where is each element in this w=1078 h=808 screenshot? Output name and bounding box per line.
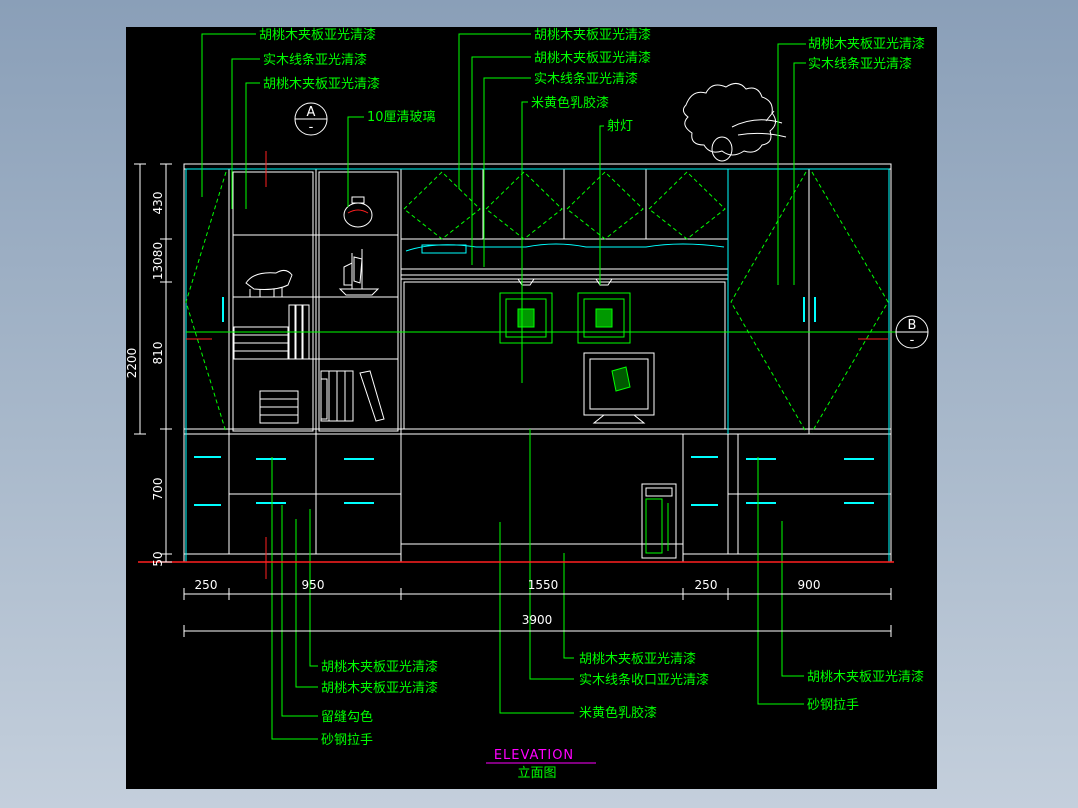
vase-icon <box>343 196 373 228</box>
dimension-texts: 430 13080 810 2200 700 50 250 950 1550 2… <box>126 192 820 627</box>
dim-950: 950 <box>302 578 325 592</box>
door-swing-lines <box>185 171 889 433</box>
section-a-label: A <box>307 105 316 120</box>
dim-810: 810 <box>151 342 165 365</box>
dim-700: 700 <box>151 478 165 501</box>
cad-viewport[interactable]: A - B - 430 13080 <box>126 27 937 789</box>
label-bottom-left-4: 砂钢拉手 <box>321 733 373 748</box>
elevation-drawing: A - B - 430 13080 <box>126 27 929 781</box>
label-top-left-2: 实木线条亚光清漆 <box>263 52 367 68</box>
label-bottom-right-1: 胡桃木夹板亚光清漆 <box>807 669 924 685</box>
section-symbol-a: A - <box>294 102 328 136</box>
annotation-labels: 胡桃木夹板亚光清漆 实木线条亚光清漆 胡桃木夹板亚光清漆 10厘清玻璃 胡桃木夹… <box>259 27 925 748</box>
label-top-mid-5: 射灯 <box>607 118 633 134</box>
furniture-outline <box>183 163 892 562</box>
label-top-mid-2: 胡桃木夹板亚光清漆 <box>534 50 651 66</box>
book-stack-icon <box>233 304 310 424</box>
label-bottom-mid-2: 实木线条收口亚光清漆 <box>579 672 709 688</box>
books-upright-icon <box>320 370 385 422</box>
label-bottom-left-2: 胡桃木夹板亚光清漆 <box>321 680 438 696</box>
label-top-right-2: 实木线条亚光清漆 <box>808 56 912 72</box>
dim-900: 900 <box>798 578 821 592</box>
picture-frame-left-icon <box>499 292 553 344</box>
label-top-mid-4: 米黄色乳胶漆 <box>531 95 609 111</box>
decor-items <box>233 196 385 424</box>
leader-lines <box>201 33 806 740</box>
section-a-sub: - <box>309 120 314 135</box>
label-bottom-left-3: 留缝勾色 <box>321 709 373 725</box>
label-bottom-mid-1: 胡桃木夹板亚光清漆 <box>579 651 696 667</box>
dim-430: 430 <box>151 192 165 215</box>
plant-decoration-icon <box>682 83 787 162</box>
dim-13080: 13080 <box>151 242 165 280</box>
label-glass: 10厘清玻璃 <box>367 110 436 125</box>
cabinet-details <box>185 168 890 563</box>
label-top-mid-1: 胡桃木夹板亚光清漆 <box>534 27 651 43</box>
label-top-left-3: 胡桃木夹板亚光清漆 <box>263 76 380 92</box>
label-bottom-right-2: 砂钢拉手 <box>807 698 859 713</box>
pc-tower-icon <box>641 483 677 559</box>
dim-50: 50 <box>151 551 165 566</box>
title-en: ELEVATION <box>494 748 574 763</box>
ship-model-icon <box>338 249 380 296</box>
dim-2200: 2200 <box>126 348 139 379</box>
section-b-sub: - <box>910 333 915 348</box>
label-bottom-left-1: 胡桃木夹板亚光清漆 <box>321 659 438 675</box>
center-marks <box>186 151 888 579</box>
animal-figurine-icon <box>245 269 293 297</box>
section-b-label: B <box>908 318 917 333</box>
dim-1550: 1550 <box>528 578 559 592</box>
picture-frame-right-icon <box>577 292 631 344</box>
dim-total-3900: 3900 <box>522 613 553 627</box>
spotlight-icons <box>517 278 613 286</box>
dim-250-left: 250 <box>195 578 218 592</box>
label-top-right-1: 胡桃木夹板亚光清漆 <box>808 36 925 52</box>
label-top-left-1: 胡桃木夹板亚光清漆 <box>259 27 376 43</box>
title-zh: 立面图 <box>517 766 556 781</box>
dimension-lines <box>134 163 892 637</box>
label-top-mid-3: 实木线条亚光清漆 <box>534 71 638 87</box>
monitor-icon <box>583 352 655 424</box>
dim-250-right: 250 <box>695 578 718 592</box>
section-symbol-b: B - <box>895 315 929 349</box>
drawing-title: ELEVATION 立面图 <box>486 748 596 781</box>
picture-frames <box>499 292 631 344</box>
label-bottom-mid-3: 米黄色乳胶漆 <box>579 705 657 721</box>
